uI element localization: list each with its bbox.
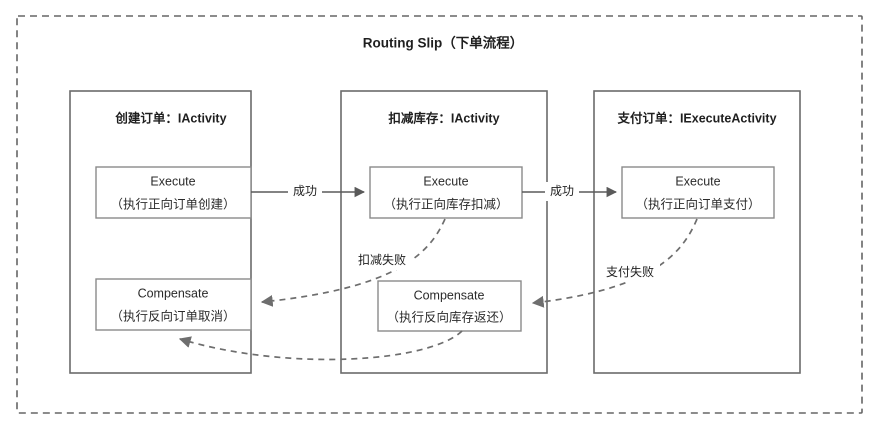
edge-fail-stock-label: 扣减失败: [358, 252, 406, 267]
create-order-execute-title: Execute: [150, 174, 195, 188]
create-order-compensate-box[interactable]: [95, 278, 252, 331]
edge-success-create-to-stock: 成功: [251, 182, 366, 201]
panel-pay-order-title: 支付订单：IExecuteActivity: [616, 110, 776, 125]
pay-order-execute-box[interactable]: [621, 166, 775, 219]
pay-order-execute-title: Execute: [675, 174, 720, 188]
deduct-stock-execute-title: Execute: [423, 174, 468, 188]
panel-deduct-stock-title: 扣减库存：IActivity: [388, 110, 499, 125]
edge-fail-stock-label-bg: [352, 251, 412, 270]
edge-fail-pay: 支付失败: [531, 218, 698, 308]
panel-deduct-stock: 扣减库存：IActivity Execute （执行正向库存扣减） Compen…: [340, 90, 548, 374]
edge-compensate-chain: [178, 330, 463, 361]
edge-success-1-label-bg: [288, 182, 322, 201]
edge-fail-pay-label: 支付失败: [606, 264, 654, 279]
deduct-stock-compensate-title: Compensate: [414, 288, 485, 302]
diagram-title: Routing Slip（下单流程）: [363, 35, 523, 51]
deduct-stock-execute-desc: （执行正向库存扣减）: [383, 196, 508, 211]
panel-pay-order-box: [593, 90, 801, 374]
create-order-execute-node[interactable]: Execute （执行正向订单创建）: [95, 166, 252, 219]
edge-success-2-label-bg: [545, 182, 579, 201]
edge-fail-pay-label-bg: [600, 263, 660, 282]
edge-success-1-label: 成功: [293, 184, 317, 198]
deduct-stock-compensate-box[interactable]: [377, 280, 522, 332]
edge-success-2-label: 成功: [550, 184, 574, 198]
panel-create-order-box: [69, 90, 252, 374]
panel-create-order: 创建订单：IActivity Execute （执行正向订单创建） Compen…: [69, 90, 252, 374]
create-order-compensate-node[interactable]: Compensate （执行反向订单取消）: [95, 278, 252, 331]
pay-order-execute-desc: （执行正向订单支付）: [635, 196, 760, 211]
edge-compensate-chain-line: [178, 330, 463, 361]
panel-pay-order: 支付订单：IExecuteActivity Execute （执行正向订单支付）: [593, 90, 801, 374]
routing-slip-frame: [16, 15, 863, 414]
panel-create-order-title: 创建订单：IActivity: [114, 110, 226, 125]
edge-success-stock-to-pay: 成功: [522, 182, 618, 201]
create-order-execute-desc: （执行正向订单创建）: [110, 196, 235, 211]
edge-fail-pay-line: [531, 218, 698, 308]
create-order-compensate-title: Compensate: [138, 286, 209, 300]
create-order-compensate-desc: （执行反向订单取消）: [110, 308, 235, 323]
pay-order-execute-node[interactable]: Execute （执行正向订单支付）: [621, 166, 775, 219]
edge-fail-stock: 扣减失败: [260, 218, 446, 307]
deduct-stock-compensate-node[interactable]: Compensate （执行反向库存返还）: [377, 280, 522, 332]
deduct-stock-execute-node[interactable]: Execute （执行正向库存扣减）: [369, 166, 523, 219]
deduct-stock-compensate-desc: （执行反向库存返还）: [386, 309, 511, 324]
